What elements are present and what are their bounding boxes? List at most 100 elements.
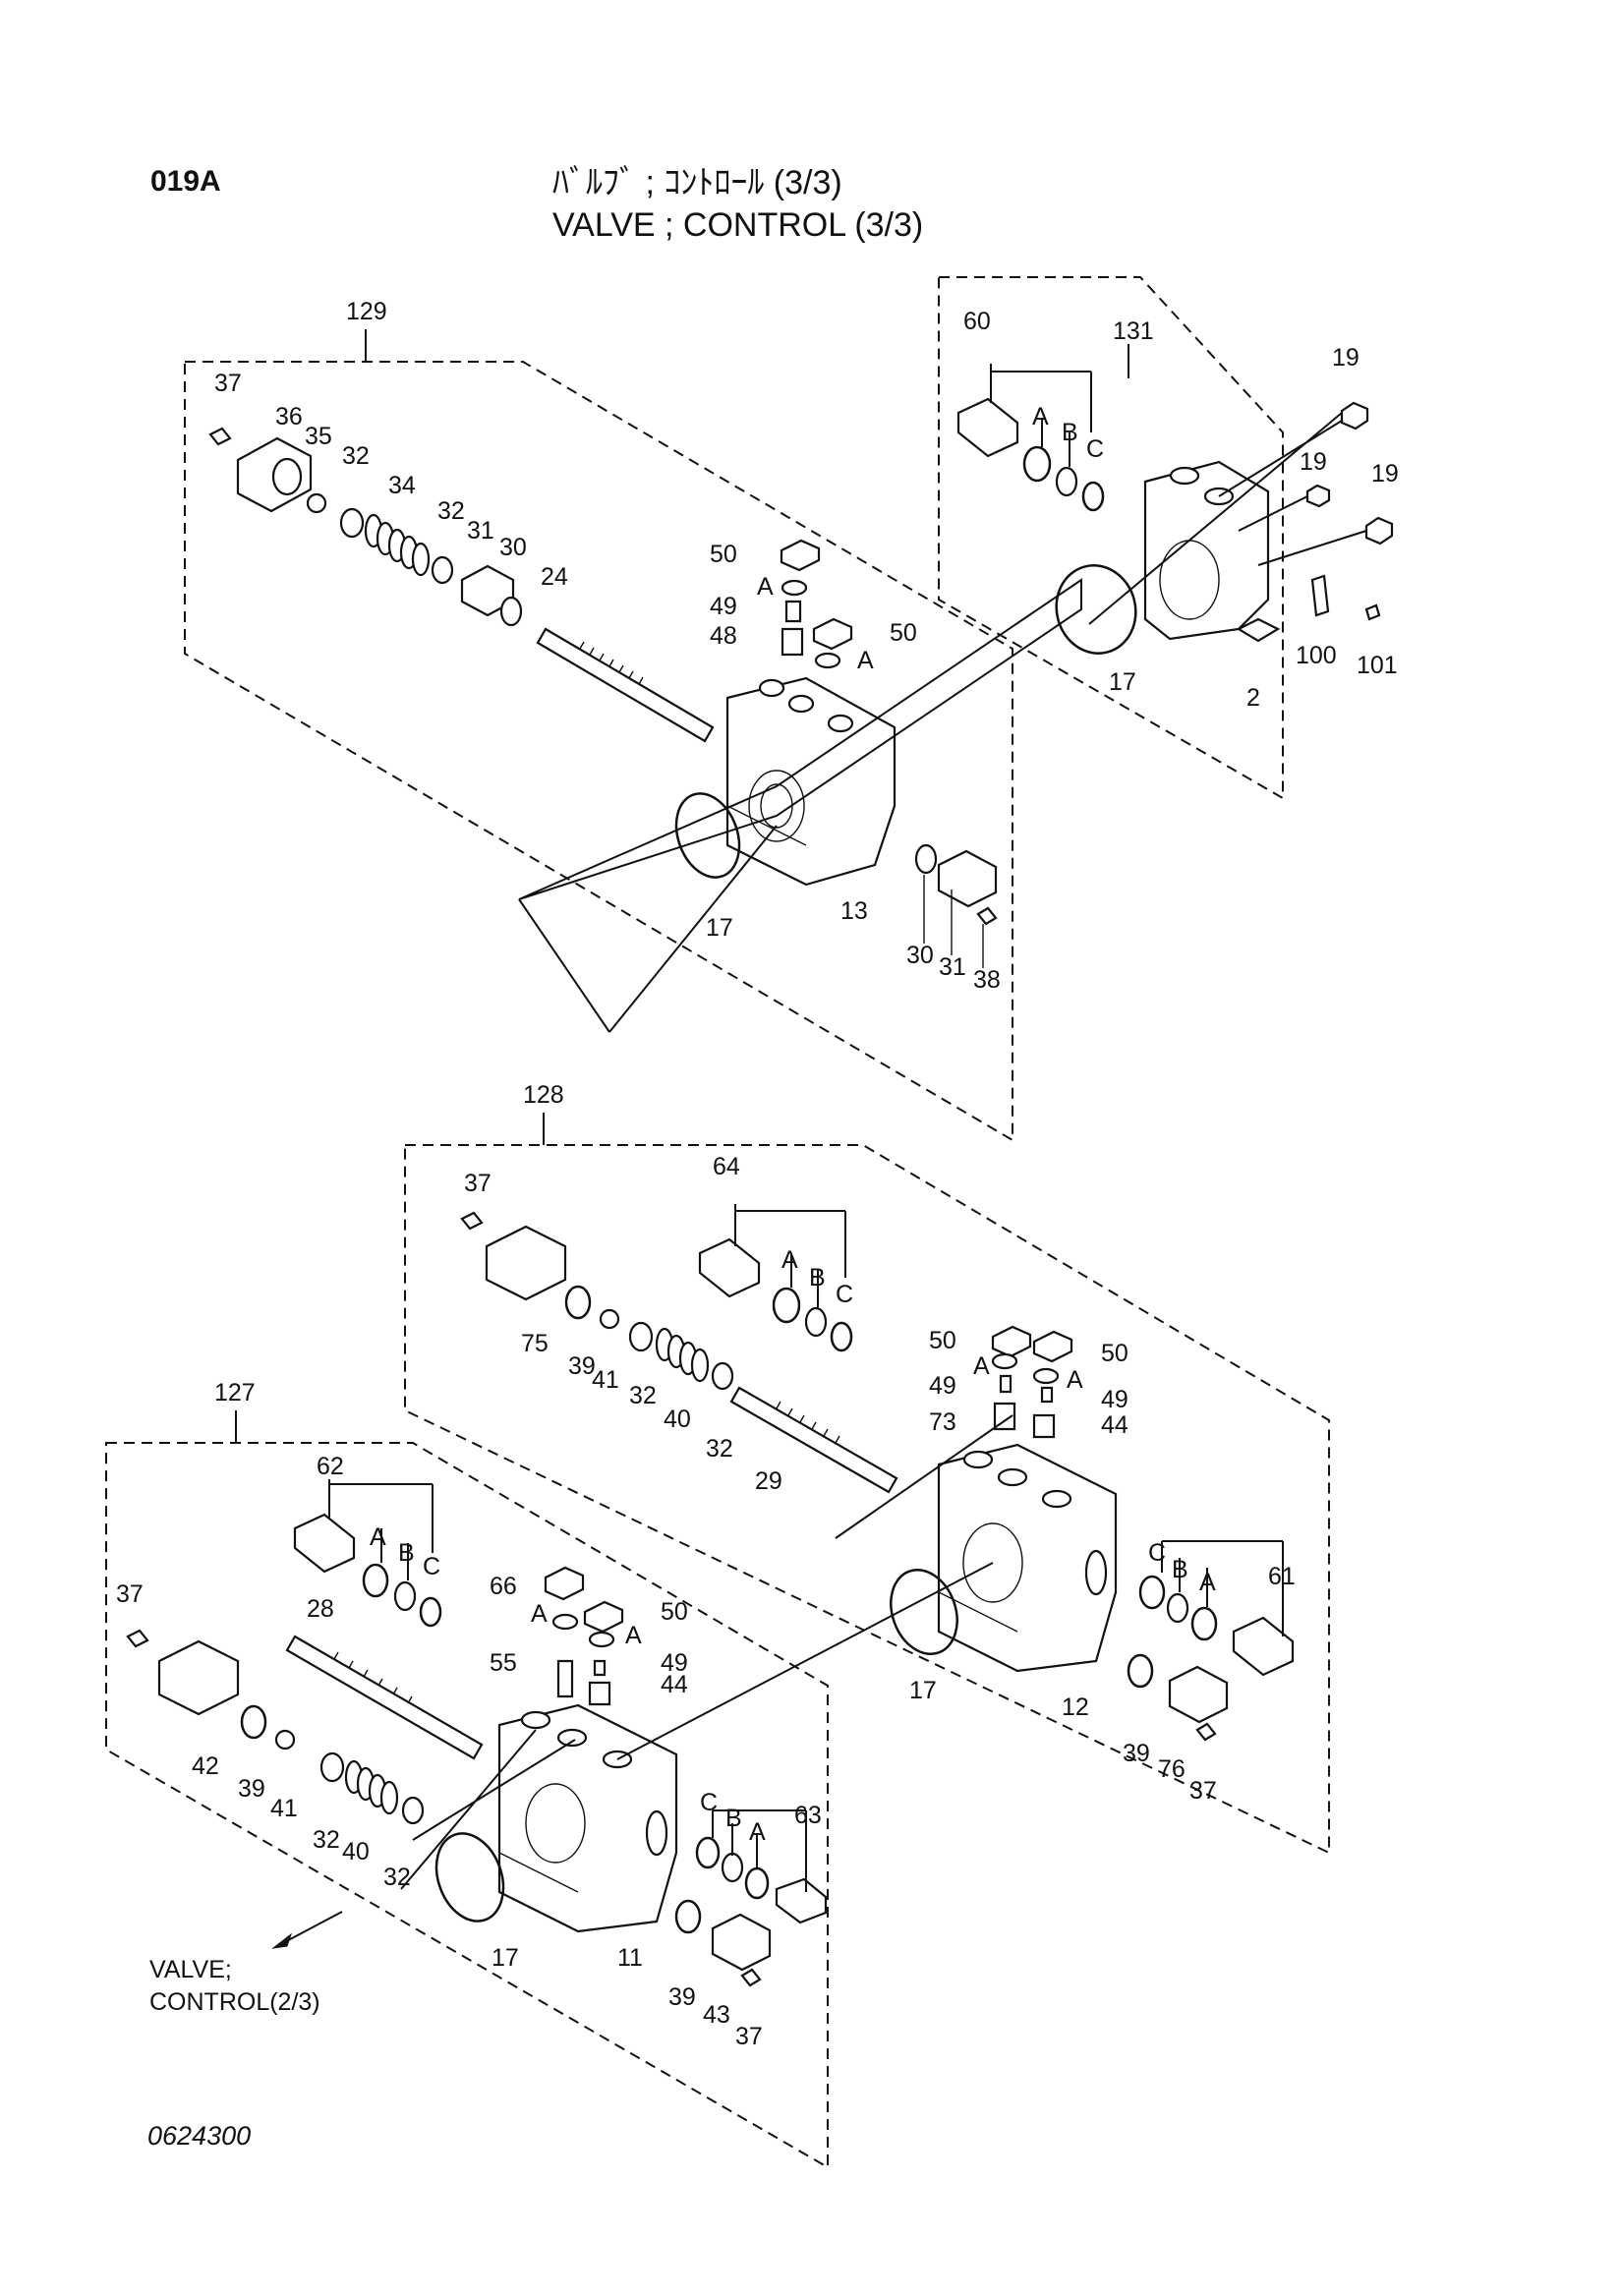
poppet-73 xyxy=(993,1402,1016,1431)
plate-100 xyxy=(1310,574,1330,617)
callout-13: 13 xyxy=(840,897,868,925)
callout-19b: 19 xyxy=(1300,448,1327,476)
nut-19a xyxy=(1340,401,1369,430)
bolt-37 xyxy=(208,427,232,446)
o-ring-39 xyxy=(564,1285,592,1320)
washer-32c xyxy=(628,1321,654,1352)
callout-38: 38 xyxy=(973,966,1001,994)
callout-66: 66 xyxy=(490,1573,517,1600)
bolt-38 xyxy=(976,906,998,926)
plate-31b xyxy=(937,849,998,908)
washer-32f xyxy=(401,1796,425,1825)
callout-37c: 37 xyxy=(1189,1777,1217,1805)
callout-48: 48 xyxy=(710,622,737,650)
callout-64: 64 xyxy=(713,1153,740,1180)
poppet-48 xyxy=(781,627,804,657)
callout-39: 39 xyxy=(568,1352,596,1380)
assembly-128: 128 xyxy=(404,1081,1330,1855)
callout-37: 37 xyxy=(214,370,242,397)
callout-C-4: C xyxy=(423,1553,440,1580)
callout-39c: 39 xyxy=(238,1775,265,1803)
cap-43 xyxy=(711,1913,772,1972)
nut-19b xyxy=(1305,484,1331,508)
o-ring-39d xyxy=(674,1899,702,1934)
callout-37e: 37 xyxy=(735,2023,763,2050)
callout-100: 100 xyxy=(1296,642,1337,669)
part-41b xyxy=(274,1729,296,1751)
callout-32: 32 xyxy=(342,442,370,470)
callout-A-d: A xyxy=(1067,1366,1083,1394)
callout-43: 43 xyxy=(703,2001,730,2029)
seal-30b xyxy=(914,843,938,875)
assembly-131: 131 60 A B C 19 19 19 17 xyxy=(938,276,1399,800)
seal-30 xyxy=(499,596,523,627)
assembly-129: 129 xyxy=(184,298,1082,1142)
nut-19c xyxy=(1364,516,1394,545)
callout-A-4: A xyxy=(370,1523,386,1551)
callout-50c: 50 xyxy=(929,1327,956,1354)
washer-32e xyxy=(319,1751,345,1783)
relief-valve-61 xyxy=(1232,1616,1295,1677)
o-ring-39c xyxy=(240,1704,267,1740)
callout-40: 40 xyxy=(664,1406,691,1433)
part-41 xyxy=(599,1308,620,1330)
callout-37b: 37 xyxy=(464,1170,492,1197)
housing-12 xyxy=(937,1443,1118,1673)
callout-B-1: B xyxy=(1062,419,1078,446)
poppet-44 xyxy=(1032,1413,1056,1439)
document-number: 0624300 xyxy=(147,2121,252,2151)
callout-28: 28 xyxy=(307,1595,334,1623)
valve-55 xyxy=(556,1659,574,1698)
callout-19a: 19 xyxy=(1332,344,1360,372)
title-japanese: ﾊﾞﾙﾌﾞ ; ｺﾝﾄﾛｰﾙ (3/3) xyxy=(552,164,842,201)
callout-101: 101 xyxy=(1357,652,1398,679)
callout-37d: 37 xyxy=(116,1580,144,1608)
callout-39d: 39 xyxy=(668,1983,696,2011)
callout-30: 30 xyxy=(499,534,527,561)
callout-44b: 44 xyxy=(661,1671,688,1698)
callout-A-c: A xyxy=(973,1352,990,1380)
housing-13 xyxy=(725,676,897,887)
washer-32b xyxy=(431,555,454,585)
spring-40 xyxy=(655,1327,710,1383)
washer-32d xyxy=(711,1361,734,1391)
callout-C-5: C xyxy=(700,1789,718,1816)
screw-101 xyxy=(1364,603,1381,621)
assembly-label-129: 129 xyxy=(346,298,387,325)
callout-32b: 32 xyxy=(437,497,465,525)
callout-50d: 50 xyxy=(1101,1340,1128,1367)
ring-B xyxy=(1055,466,1078,497)
callout-A-b: A xyxy=(857,647,874,674)
callout-76: 76 xyxy=(1158,1755,1186,1783)
title-english: VALVE ; CONTROL (3/3) xyxy=(552,206,924,244)
callout-17: 17 xyxy=(706,914,733,942)
callout-19c: 19 xyxy=(1371,460,1399,488)
part-35 xyxy=(306,492,327,514)
bolt-37c xyxy=(1195,1722,1217,1742)
spool-29 xyxy=(729,1386,898,1494)
callout-32f: 32 xyxy=(383,1864,411,1891)
callout-11: 11 xyxy=(617,1944,643,1972)
callout-32c: 32 xyxy=(629,1382,657,1409)
callout-B-5: B xyxy=(725,1805,742,1832)
relief-valve-62 xyxy=(293,1513,356,1574)
spring-34 xyxy=(364,513,431,577)
callout-A-f: A xyxy=(625,1622,642,1649)
cap-75 xyxy=(485,1225,567,1301)
plug-50 xyxy=(780,539,821,572)
callout-B-4: B xyxy=(398,1539,415,1567)
relief-valve-60 xyxy=(956,397,1019,458)
callout-34: 34 xyxy=(388,472,416,499)
spring-40b xyxy=(344,1759,399,1815)
reference-line-2: CONTROL(2/3) xyxy=(149,1988,320,2016)
housing-11 xyxy=(497,1703,678,1933)
callout-2: 2 xyxy=(1246,684,1260,712)
callout-49d: 49 xyxy=(661,1649,688,1677)
callout-24: 24 xyxy=(541,563,568,591)
callout-29: 29 xyxy=(755,1467,782,1495)
o-ring-17b xyxy=(1055,564,1137,655)
o-ring-17 xyxy=(674,792,741,879)
callout-A: A xyxy=(757,573,774,601)
callout-55: 55 xyxy=(490,1649,517,1677)
callout-36: 36 xyxy=(275,403,303,430)
